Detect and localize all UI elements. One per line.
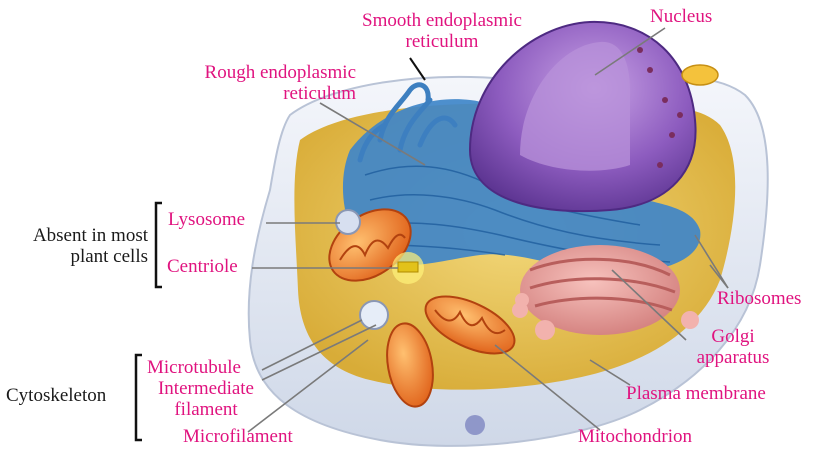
group-label-absent-line2: plant cells xyxy=(8,246,148,267)
label-smooth-er-line1: Smooth endoplasmic xyxy=(362,10,522,31)
group-label-absent-line1: Absent in most xyxy=(8,225,148,246)
label-centriole: Centriole xyxy=(167,256,238,277)
label-smooth-er: Smooth endoplasmic reticulum xyxy=(362,10,522,52)
label-rough-er-line1: Rough endoplasmic xyxy=(170,62,356,83)
label-plasma-membrane: Plasma membrane xyxy=(626,383,766,404)
label-ribosomes: Ribosomes xyxy=(717,288,801,309)
lysosome-shape xyxy=(336,210,360,234)
vesicle-shape xyxy=(360,301,388,329)
label-lysosome: Lysosome xyxy=(168,209,245,230)
label-rough-er-line2: reticulum xyxy=(170,83,356,104)
label-intermediate-filament-line1: Intermediate xyxy=(147,378,265,399)
label-microtubule: Microtubule xyxy=(147,357,241,378)
label-golgi-line2: apparatus xyxy=(688,347,778,368)
label-golgi-line1: Golgi xyxy=(688,326,778,347)
bracket-plant-absent xyxy=(156,203,162,287)
vesicle-shape-3 xyxy=(515,293,529,307)
label-mitochondrion: Mitochondrion xyxy=(578,426,692,447)
peroxisome-shape xyxy=(682,65,718,85)
label-rough-er: Rough endoplasmic reticulum xyxy=(170,62,356,104)
group-label-cytoskeleton: Cytoskeleton xyxy=(6,385,106,406)
label-intermediate-filament: Intermediate filament xyxy=(147,378,265,420)
group-label-absent-in-plants: Absent in most plant cells xyxy=(8,225,148,267)
vesicle-shape-2 xyxy=(465,415,485,435)
label-golgi: Golgi apparatus xyxy=(688,326,778,368)
label-intermediate-filament-line2: filament xyxy=(147,399,265,420)
label-microfilament: Microfilament xyxy=(183,426,293,447)
label-smooth-er-line2: reticulum xyxy=(362,31,522,52)
bracket-cytoskeleton xyxy=(136,355,142,440)
label-nucleus: Nucleus xyxy=(650,6,712,27)
